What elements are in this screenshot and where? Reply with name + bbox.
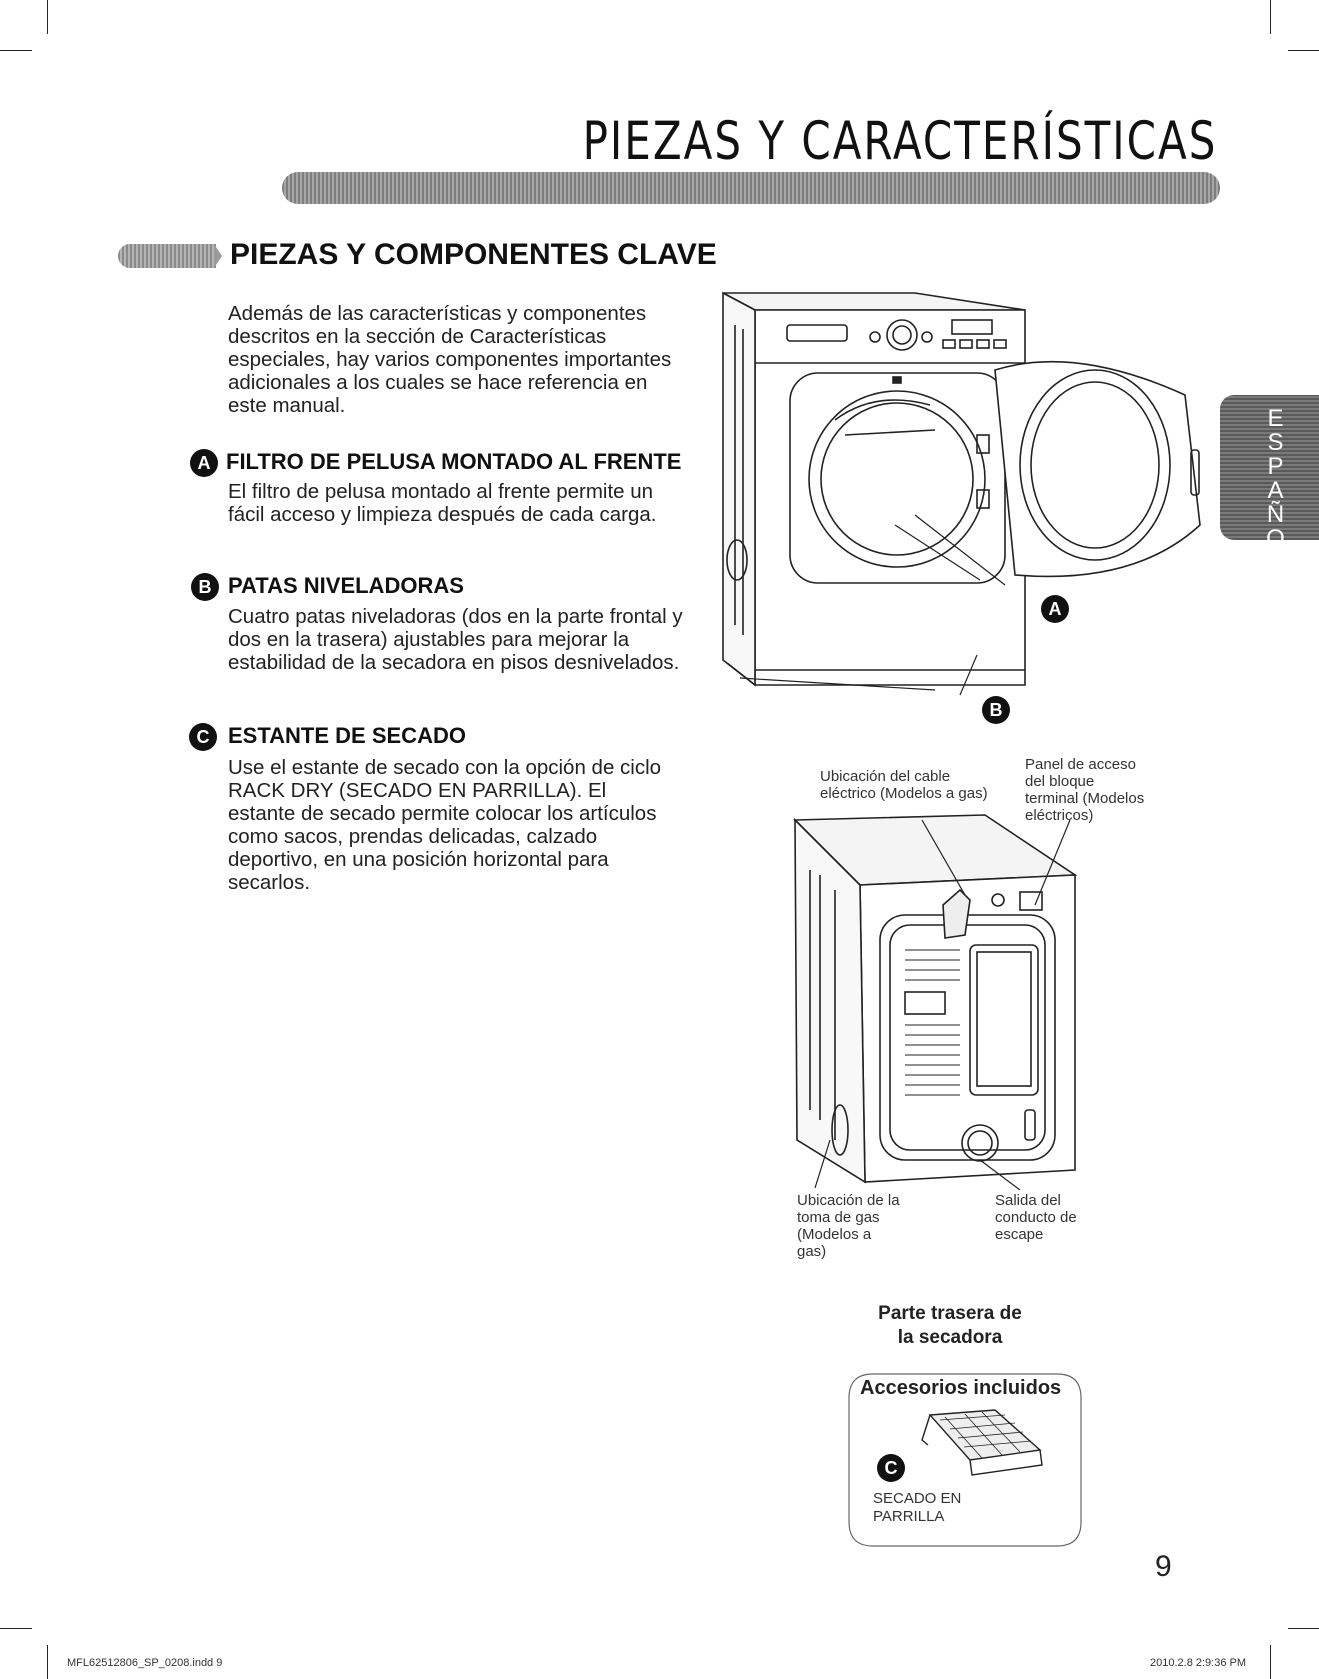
item-b-text: Cuatro patas niveladoras (dos en la part… [228, 605, 683, 674]
rear-dryer-illustration [793, 814, 1078, 1190]
language-tab [1220, 395, 1319, 540]
intro-paragraph: Además de las características y componen… [228, 302, 672, 417]
crop-mark [1270, 1645, 1271, 1679]
footer-file-info: MFL62512806_SP_0208.indd 9 [67, 1657, 223, 1669]
crop-mark [47, 1645, 48, 1679]
footer-timestamp: 2010.2.8 2:9:36 PM [1150, 1657, 1247, 1669]
section-marker-arrow [214, 244, 222, 268]
rear-diagram-caption: Parte trasera de la secadora [878, 1303, 1022, 1348]
front-badge-a: A [1041, 595, 1069, 623]
callout-cable-location: Ubicación del cable eléctrico (Modelos a… [820, 768, 988, 802]
item-a-title: FILTRO DE PELUSA MONTADO AL FRENTE [226, 449, 682, 474]
item-c-text: Use el estante de secado con la opción d… [228, 756, 662, 894]
crop-mark [47, 0, 48, 34]
accessories-title: Accesorios incluidos [860, 1377, 1062, 1399]
badge-c: C [189, 723, 217, 751]
callout-exhaust-outlet: Salida del conducto de escape [995, 1192, 1077, 1243]
accessories-box-frame [848, 1373, 1082, 1547]
title-underline-bar [282, 172, 1220, 204]
item-a-text: El filtro de pelusa montado al frente pe… [228, 480, 657, 526]
accessory-label: SECADO EN PARRILLA [873, 1490, 962, 1525]
front-badge-b: B [982, 696, 1010, 724]
badge-a: A [190, 449, 218, 477]
crop-mark [1270, 0, 1271, 34]
page-number: 9 [1155, 1550, 1172, 1583]
front-dryer-illustration [722, 291, 1201, 696]
accessory-badge-c: C [877, 1454, 905, 1482]
badge-b: B [191, 573, 219, 601]
item-b-title: PATAS NIVELADORAS [228, 573, 464, 598]
section-marker [118, 244, 216, 268]
crop-mark [1288, 1628, 1319, 1629]
drying-rack-icon [921, 1409, 1043, 1476]
callout-gas-inlet: Ubicación de la toma de gas (Modelos a g… [797, 1192, 900, 1260]
page-title: PIEZAS Y CARACTERÍSTICAS [582, 110, 1218, 172]
language-tab-label: ESPAÑOL [1262, 405, 1289, 573]
callout-terminal-panel: Panel de acceso del bloque terminal (Mod… [1025, 756, 1145, 824]
crop-mark [0, 1628, 32, 1629]
item-c-title: ESTANTE DE SECADO [228, 723, 466, 748]
crop-mark [0, 50, 32, 51]
section-title: PIEZAS Y COMPONENTES CLAVE [230, 238, 717, 271]
crop-mark [1288, 50, 1319, 51]
